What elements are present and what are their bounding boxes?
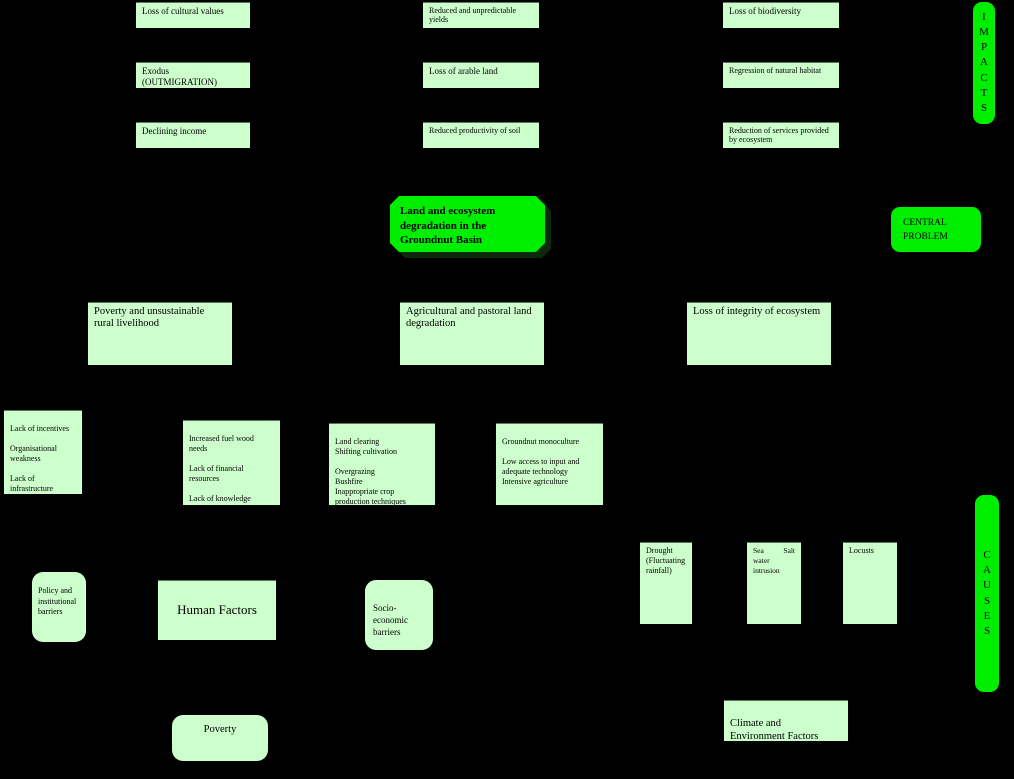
node-label: Climate and Environment Factors [730,718,819,741]
secondary-cause-fuelwood-finance-knowledge[interactable]: Increased fuel wood needs Lack of financ… [183,420,280,505]
impact-node-loss-of-biodiversity[interactable]: Loss of biodiversity [723,2,839,28]
impacts-letter-1: I [982,10,986,23]
node-label: Loss of cultural values [142,6,224,16]
grouping-policy-institutional-barriers[interactable]: Policy and institutional barriers [32,572,86,642]
causes-letter-6: S [983,624,991,637]
impact-node-loss-of-cultural-values[interactable]: Loss of cultural values [136,2,250,28]
impact-node-declining-income[interactable]: Declining income [136,122,250,148]
impacts-letter-3: P [980,41,988,54]
node-label: Loss of biodiversity [729,6,801,16]
secondary-cause-institutional[interactable]: Lack of incentives Organisational weakne… [4,410,82,494]
impacts-letter-4: A [980,56,988,69]
causes-letter-1: C [983,548,991,561]
node-label: Declining income [142,126,207,136]
secondary-cause-land-clearing-practices[interactable]: Land clearing Shifting cultivation Overg… [329,423,435,505]
causes-letter-5: E [983,609,991,622]
impacts-letter-5: C [980,71,988,84]
node-label: Poverty [203,724,237,735]
causes-letter-2: A [983,564,991,577]
secondary-cause-groundnut-monoculture[interactable]: Groundnut monoculture Low access to inpu… [496,423,603,505]
impact-node-loss-of-arable-land[interactable]: Loss of arable land [423,62,539,88]
node-label: Agricultural and pastoral land degradati… [406,306,532,330]
primary-cause-land-degradation[interactable]: Agricultural and pastoral land degradati… [400,302,544,365]
node-label: Exodus (OUTMIGRATION) [142,66,217,87]
node-label: Loss of arable land [429,66,498,76]
central-problem-node[interactable]: Land and ecosystem degradation in the Gr… [390,196,560,264]
impacts-letter-6: T [980,86,988,99]
primary-cause-loss-of-ecosystem-integrity[interactable]: Loss of integrity of ecosystem [687,302,831,365]
environment-cause-locusts[interactable]: Locusts [843,542,897,624]
node-label: Lack of incentives Organisational weakne… [10,424,70,493]
node-label: Sea Salt water intrusion [753,546,795,575]
node-label: Socio-economic barriers [373,603,408,638]
primary-cause-poverty-rural-livelihood[interactable]: Poverty and unsustainable rural liveliho… [88,302,232,365]
node-label: Increased fuel wood needs Lack of financ… [189,434,254,503]
node-label: Policy and institutional barriers [38,586,77,617]
node-label: Land clearing Shifting cultivation Overg… [335,437,406,505]
node-label: Regression of natural habitat [729,66,822,75]
node-label: Loss of integrity of ecosystem [693,306,821,317]
grouping-socio-economic-barriers[interactable]: Socio-economic barriers [365,580,433,650]
impact-node-exodus-outmigration[interactable]: Exodus (OUTMIGRATION) [136,62,250,88]
grouping-human-factors[interactable]: Human Factors [158,580,276,640]
node-label: Locusts [849,546,874,555]
causes-letter-4: S [983,594,991,607]
section-label-central-problem: CENTRAL PROBLEM [891,207,981,252]
grouping-climate-environment-factors[interactable]: Climate and Environment Factors [724,700,848,741]
node-label: Reduction of services provided by ecosys… [729,126,829,145]
impact-node-reduced-productivity-of-soil[interactable]: Reduced productivity of soil [423,122,539,148]
node-label: Drought (Fluctuating rainfall) [646,546,686,576]
impact-node-regression-of-natural-habitat[interactable]: Regression of natural habitat [723,62,839,88]
impact-node-reduction-of-ecosystem-services[interactable]: Reduction of services provided by ecosys… [723,122,839,148]
section-label-causes: C A U S E S [975,495,999,692]
section-label-impacts: I M P A C T S [973,2,995,124]
node-label: Human Factors [177,602,257,618]
causes-letter-3: U [983,579,991,592]
central-problem-label: Land and ecosystem degradation in the Gr… [390,196,545,252]
environment-cause-salt-water-intrusion[interactable]: Sea Salt water intrusion [747,542,801,624]
environment-cause-drought[interactable]: Drought (Fluctuating rainfall) [640,542,692,624]
impacts-letter-7: S [980,101,988,114]
impacts-letter-2: M [979,26,989,39]
impact-node-reduced-unpredictable-yields[interactable]: Reduced and unpredictable yields [423,2,539,28]
node-label: Reduced productivity of soil [429,126,521,135]
node-label: Reduced and unpredictable yields [429,6,517,25]
grouping-poverty[interactable]: Poverty [172,715,268,761]
node-label: Groundnut monoculture Low access to inpu… [502,437,580,486]
node-label: Poverty and unsustainable rural liveliho… [94,306,205,330]
